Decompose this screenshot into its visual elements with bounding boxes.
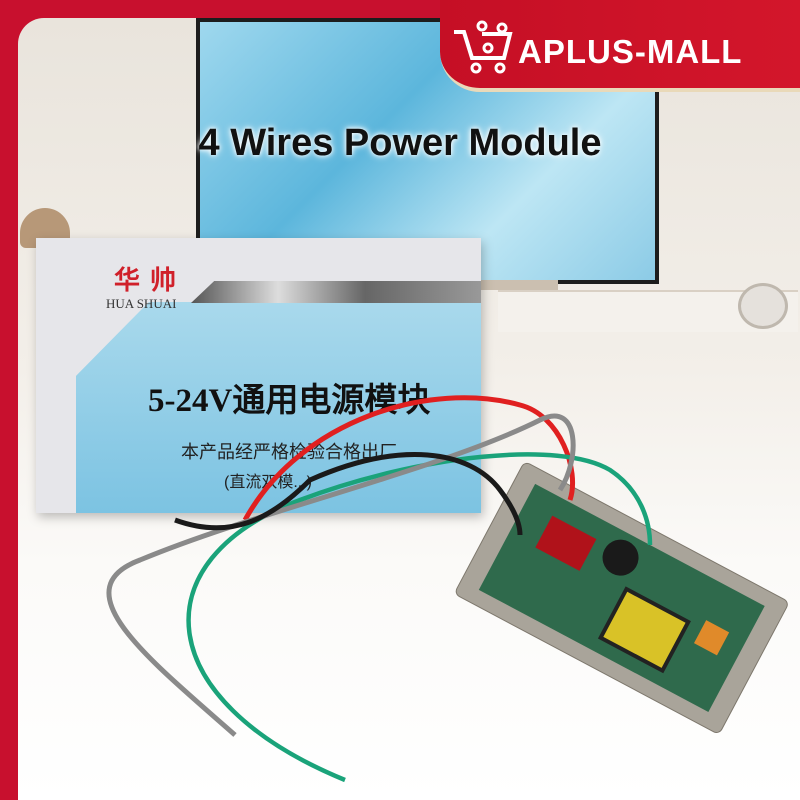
headline: 4 Wires Power Module xyxy=(198,122,602,164)
box-stripe xyxy=(191,281,481,303)
box-brand-en: HUA SHUAI xyxy=(106,296,177,311)
box-note: (直流双模...) xyxy=(224,474,312,491)
shopping-cart-circuit-icon xyxy=(454,20,513,74)
wire-black xyxy=(174,452,523,536)
clock xyxy=(738,283,788,329)
wire-green xyxy=(186,452,653,783)
pcb-module xyxy=(455,462,788,733)
box-brand-cn: 华帅 xyxy=(114,265,187,295)
brand-name: APLUS-MALL xyxy=(518,33,743,70)
brand-banner: APLUS-MALL xyxy=(440,0,800,92)
box-subtitle: 本产品经严格检验合格出厂 xyxy=(181,442,397,462)
wire-gray xyxy=(106,413,576,737)
